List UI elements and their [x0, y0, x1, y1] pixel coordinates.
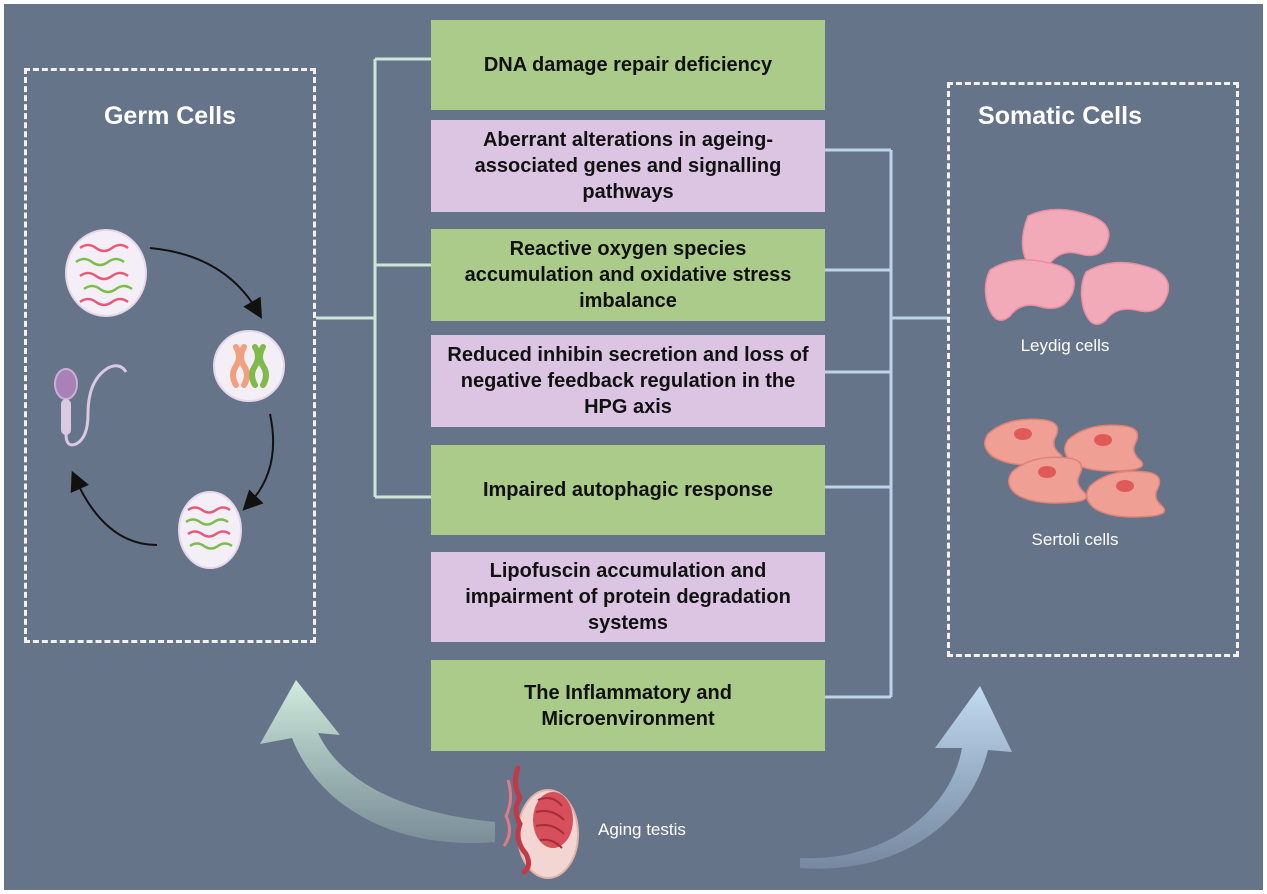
left-curved-arrow [260, 680, 495, 844]
right-curved-arrow [800, 686, 1012, 869]
germ-cell-cycle [54, 229, 285, 569]
factor-lipofuscin-protein-degradation: Lipofuscin accumulation and impairment o… [431, 552, 825, 642]
sertoli-cells-label: Sertoli cells [1031, 530, 1119, 549]
leydig-cells-label: Leydig cells [1020, 336, 1110, 355]
sertoli-cells-icon [984, 418, 1166, 518]
leydig-cells-icon [984, 208, 1170, 325]
factor-dna-damage-repair: DNA damage repair deficiency [431, 20, 825, 110]
sperm-icon [54, 364, 128, 447]
spermatogonium-icon [65, 229, 147, 317]
germ-cells-title: Germ Cells [103, 102, 236, 130]
right-connector-lines [825, 148, 948, 699]
factor-inflammatory-microenvironment: The Inflammatory and Microenvironment [431, 660, 825, 751]
germ-cells-box [24, 68, 316, 643]
left-connector-lines [316, 57, 431, 499]
factor-autophagic-response: Impaired autophagic response [431, 445, 825, 535]
spermatid-icon [178, 491, 242, 569]
chromosome-cell-icon [213, 330, 285, 402]
factor-inhibin-hpg-axis: Reduced inhibin secretion and loss of ne… [431, 335, 825, 427]
somatic-cells-box [947, 82, 1239, 657]
factor-ageing-genes-signalling: Aberrant alterations in ageing-associate… [431, 120, 825, 212]
aging-testis-label: Aging testis [598, 820, 686, 839]
testis-icon [502, 765, 579, 879]
factor-ros-oxidative-stress: Reactive oxygen species accumulation and… [431, 229, 825, 321]
somatic-cells-title: Somatic Cells [978, 102, 1142, 130]
